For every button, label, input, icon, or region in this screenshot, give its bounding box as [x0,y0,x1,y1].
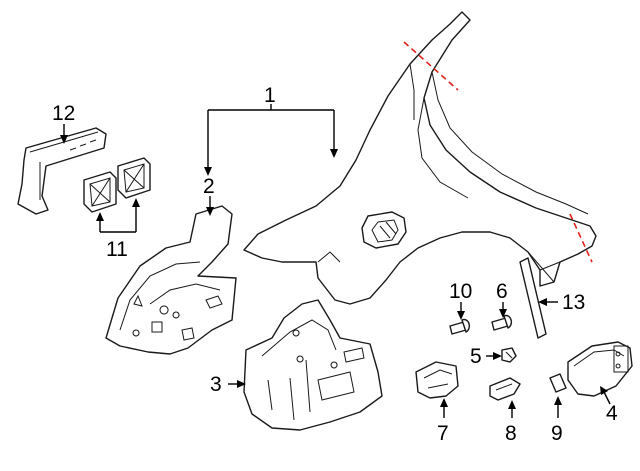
screw [501,347,517,363]
callout-9: 9 [551,422,563,445]
callout-12: 12 [52,102,75,125]
callout-4: 4 [606,402,618,425]
callout-13: 13 [562,291,585,314]
callout-10: 10 [449,280,472,303]
fuel-door [567,341,633,397]
callout-1: 1 [264,84,276,107]
quarter-panel [243,11,597,305]
callout-2: 2 [203,175,215,198]
callout-11: 11 [106,238,128,261]
vent-grilles [83,157,151,213]
wheelhouse-liner [243,299,383,431]
cut-line-lower [569,213,593,263]
rivet [491,314,513,331]
callout-8: 8 [505,422,517,445]
clip [489,377,521,401]
callout-labels: 1 2 3 4 5 6 7 8 9 10 11 12 13 [52,84,618,445]
callout-3: 3 [210,373,222,396]
inner-wheelhouse [105,205,237,355]
weatherstrip [519,257,547,339]
extension-bracket [17,127,107,215]
bumper-pad [549,373,567,393]
housing-bracket [415,361,459,399]
callout-6: 6 [496,280,508,303]
callout-5: 5 [470,345,482,368]
cut-line-upper [403,41,459,91]
rivet-10 [449,318,471,335]
leader-lines [60,104,611,418]
callout-7: 7 [437,422,449,445]
